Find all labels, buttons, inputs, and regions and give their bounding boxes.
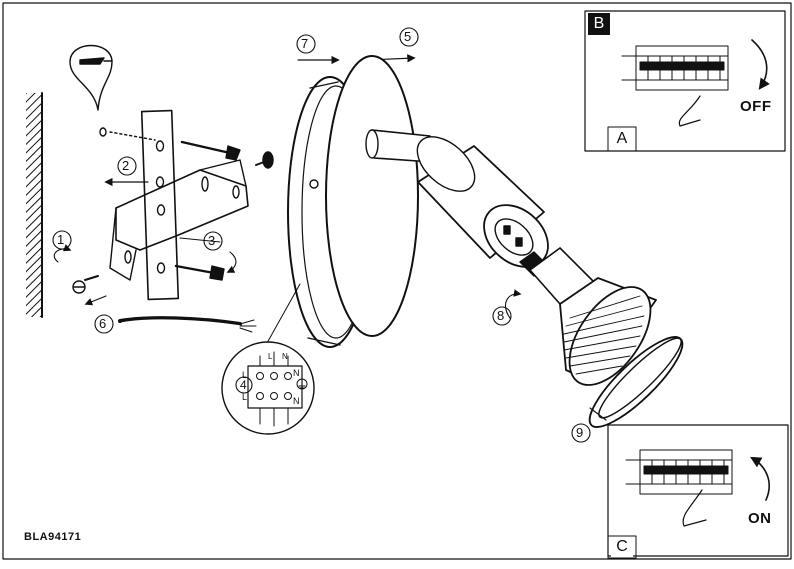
screw-bottom [174, 264, 225, 281]
off-arrow [751, 39, 770, 90]
gu10-bulb [519, 247, 657, 386]
panel-b [584, 10, 786, 152]
cover-plate [325, 55, 419, 337]
terminal-label-top-left: L [268, 352, 273, 361]
step-9-arrow [589, 407, 607, 421]
mounting-plate [99, 109, 180, 301]
step-3-label: 3 [208, 233, 216, 248]
off-label: OFF [740, 98, 772, 115]
panel-c [607, 424, 789, 559]
product-code: BLA94171 [24, 531, 82, 543]
terminal-block-detail [221, 283, 315, 435]
step-9-label: 9 [576, 425, 584, 440]
terminal-label-top-right: N [282, 352, 288, 361]
page-frame [2, 2, 792, 560]
cable [118, 316, 257, 333]
step-markers [52, 27, 591, 443]
on-label: ON [748, 510, 772, 527]
panel-a-letter: A [611, 129, 633, 149]
step-7-label: 7 [301, 36, 309, 51]
on-arrow [750, 456, 770, 501]
spotlight-head [365, 129, 549, 268]
wall-plug-detail [69, 44, 113, 111]
screw-top [180, 140, 241, 161]
terminal-label-left-2: L [242, 392, 248, 402]
panel-c-letter: C [611, 537, 633, 557]
panel-b-letter: B [588, 13, 610, 35]
terminal-label-right-1: N [293, 368, 300, 378]
breaker-row-off [621, 45, 729, 127]
breaker-row-on [625, 449, 733, 527]
retaining-ring [588, 336, 684, 428]
step-6-label: 6 [99, 316, 107, 331]
step-4-label: 4 [240, 378, 247, 392]
terminal-label-left-1: L [242, 370, 248, 380]
step-5-label: 5 [404, 29, 412, 44]
step-2-label: 2 [122, 158, 130, 173]
wall [26, 92, 43, 318]
step-8-label: 8 [497, 308, 505, 323]
mounting-bracket [109, 159, 249, 281]
step-1-label: 1 [57, 232, 65, 247]
earth-screw [255, 151, 274, 169]
terminal-label-right-2: N [293, 396, 300, 406]
terminal-screw [72, 275, 99, 294]
